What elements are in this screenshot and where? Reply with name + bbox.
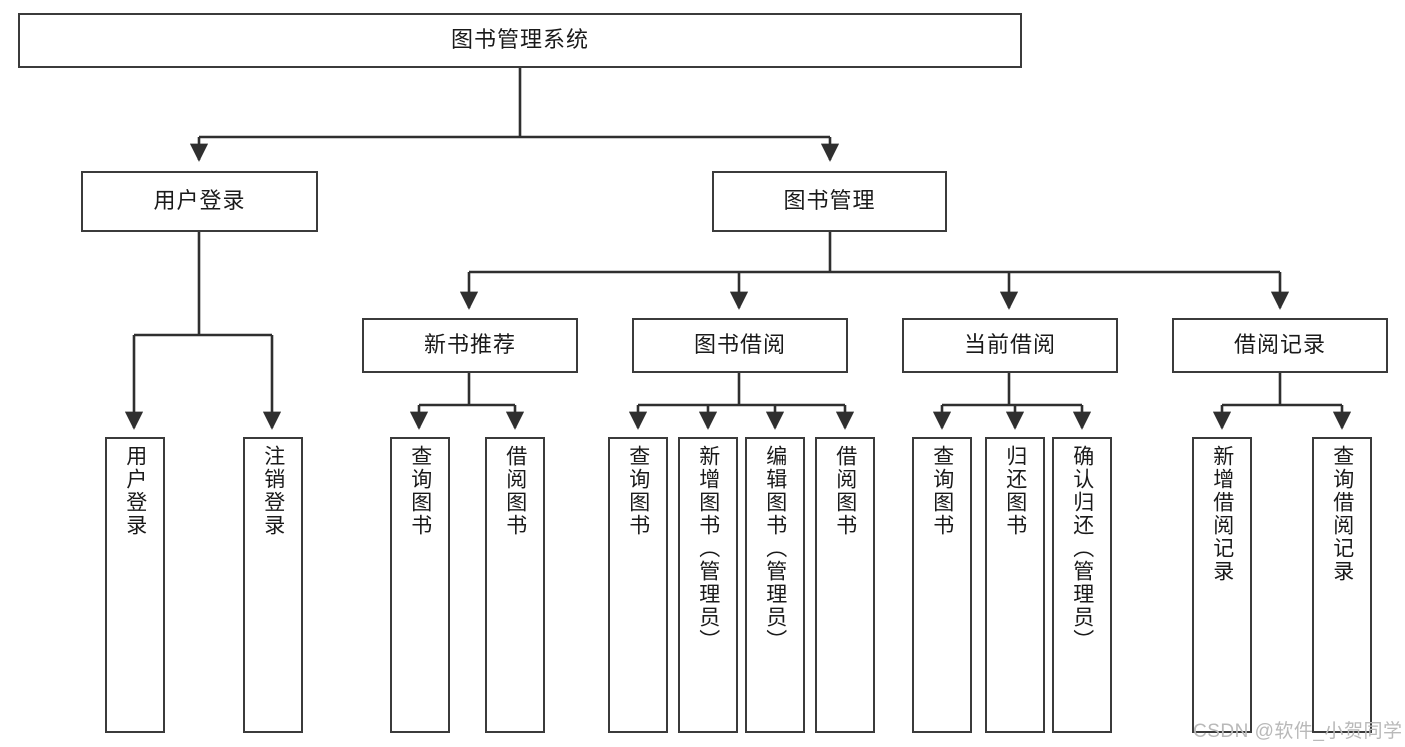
node-current-borrow-label: 当前借阅 bbox=[963, 332, 1056, 358]
leaf-user-login[interactable]: 用户登录 bbox=[105, 437, 165, 733]
leaf-add-borrow-record[interactable]: 新增借阅记录 bbox=[1192, 437, 1252, 733]
leaf-query-book-current-label: 查询图书 bbox=[930, 445, 954, 537]
watermark: CSDN @软件_小贺同学 bbox=[1193, 716, 1402, 743]
leaf-query-book-borrow-label: 查询图书 bbox=[626, 445, 650, 537]
node-user-login-label: 用户登录 bbox=[153, 188, 246, 214]
leaf-query-book-recommend-label: 查询图书 bbox=[408, 445, 432, 537]
leaf-logout[interactable]: 注销登录 bbox=[243, 437, 303, 733]
watermark-text: CSDN @软件_小贺同学 bbox=[1193, 721, 1403, 742]
leaf-logout-label: 注销登录 bbox=[261, 445, 285, 537]
leaf-borrow-book-recommend[interactable]: 借阅图书 bbox=[485, 437, 545, 733]
node-book-management-label: 图书管理 bbox=[783, 188, 876, 214]
leaf-add-book-admin[interactable]: 新增图书（管理员） bbox=[678, 437, 738, 733]
leaf-add-book-admin-label: 新增图书（管理员） bbox=[696, 445, 720, 652]
node-root-label: 图书管理系统 bbox=[450, 27, 589, 53]
node-book-borrow-label: 图书借阅 bbox=[693, 332, 786, 358]
node-borrow-records-label: 借阅记录 bbox=[1233, 332, 1326, 358]
node-borrow-records[interactable]: 借阅记录 bbox=[1172, 318, 1388, 373]
node-book-management[interactable]: 图书管理 bbox=[712, 171, 947, 232]
leaf-user-login-label: 用户登录 bbox=[123, 445, 147, 537]
leaf-return-book-label: 归还图书 bbox=[1003, 445, 1027, 537]
node-current-borrow[interactable]: 当前借阅 bbox=[902, 318, 1118, 373]
node-book-borrow[interactable]: 图书借阅 bbox=[632, 318, 848, 373]
leaf-borrow-book-recommend-label: 借阅图书 bbox=[503, 445, 527, 537]
node-root[interactable]: 图书管理系统 bbox=[18, 13, 1022, 68]
node-new-book-recommend[interactable]: 新书推荐 bbox=[362, 318, 578, 373]
node-user-login[interactable]: 用户登录 bbox=[81, 171, 318, 232]
leaf-query-borrow-record[interactable]: 查询借阅记录 bbox=[1312, 437, 1372, 733]
leaf-edit-book-admin-label: 编辑图书（管理员） bbox=[763, 445, 787, 652]
leaf-add-borrow-record-label: 新增借阅记录 bbox=[1210, 445, 1234, 583]
node-new-book-recommend-label: 新书推荐 bbox=[423, 332, 516, 358]
leaf-query-book-recommend[interactable]: 查询图书 bbox=[390, 437, 450, 733]
leaf-confirm-return-admin[interactable]: 确认归还（管理员） bbox=[1052, 437, 1112, 733]
leaf-borrow-book-label: 借阅图书 bbox=[833, 445, 857, 537]
leaf-query-borrow-record-label: 查询借阅记录 bbox=[1330, 445, 1354, 583]
leaf-query-book-borrow[interactable]: 查询图书 bbox=[608, 437, 668, 733]
leaf-edit-book-admin[interactable]: 编辑图书（管理员） bbox=[745, 437, 805, 733]
leaf-return-book[interactable]: 归还图书 bbox=[985, 437, 1045, 733]
leaf-query-book-current[interactable]: 查询图书 bbox=[912, 437, 972, 733]
leaf-borrow-book[interactable]: 借阅图书 bbox=[815, 437, 875, 733]
leaf-confirm-return-admin-label: 确认归还（管理员） bbox=[1070, 445, 1094, 652]
